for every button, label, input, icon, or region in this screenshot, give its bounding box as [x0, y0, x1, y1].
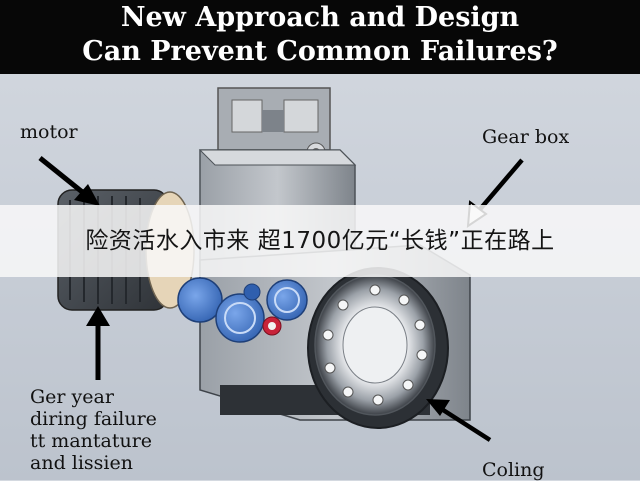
arrow-to-coling-icon [426, 399, 492, 442]
failure-note-label: Ger year diring failure tt mantature and… [30, 386, 157, 474]
arrow-to-motor-icon [38, 156, 100, 206]
title-line-2: Can Prevent Common Failures? [82, 36, 558, 67]
gear-box-label: Gear box [482, 126, 570, 148]
arrow-up-failure-icon [86, 306, 110, 380]
bearing-ring [307, 267, 449, 429]
title-header: New Approach and Design Can Prevent Comm… [0, 0, 640, 74]
coling-label: Coling [482, 459, 545, 481]
headline-banner: 险资活水入市来 超1700亿元“长钱”正在路上 [0, 205, 640, 277]
headline-text: 险资活水入市来 超1700亿元“长钱”正在路上 [85, 228, 555, 254]
blue-gear-assembly [177, 277, 308, 343]
motor-label: motor [20, 121, 78, 143]
title-line-1: New Approach and Design [120, 2, 520, 33]
